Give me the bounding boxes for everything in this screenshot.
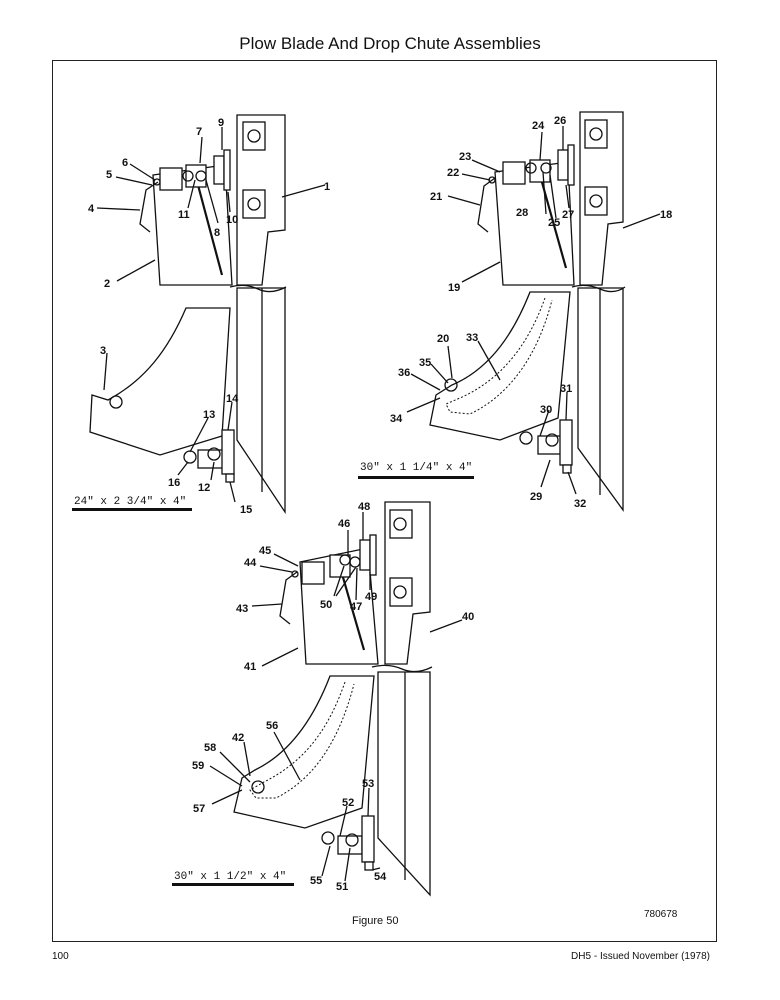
break-line-c <box>371 664 433 673</box>
callout-35: 35 <box>419 357 431 369</box>
callout-48: 48 <box>358 501 370 513</box>
callout-26: 26 <box>554 115 566 127</box>
callout-42: 42 <box>232 732 244 744</box>
callout-44: 44 <box>244 557 257 569</box>
chute-lower-a <box>89 307 231 456</box>
drawing-number: 780678 <box>644 909 678 920</box>
callout-16: 16 <box>168 477 180 489</box>
chute-lower-b <box>429 291 571 441</box>
callout-34: 34 <box>390 413 403 425</box>
callout-14: 14 <box>226 393 239 405</box>
callout-33: 33 <box>466 332 478 344</box>
callout-15: 15 <box>240 504 252 516</box>
callout-18: 18 <box>660 209 672 221</box>
callout-55: 55 <box>310 875 322 887</box>
callout-27: 27 <box>562 209 574 221</box>
blade-lower-a <box>236 287 286 515</box>
callout-11: 11 <box>178 209 190 221</box>
callout-23: 23 <box>459 151 471 163</box>
callout-56: 56 <box>266 720 278 732</box>
page-number: 100 <box>52 951 69 962</box>
callout-12: 12 <box>198 482 210 494</box>
size-underline-c <box>172 883 294 886</box>
callout-22: 22 <box>447 167 459 179</box>
break-line-b <box>571 284 626 293</box>
callout-29: 29 <box>530 491 542 503</box>
chute-lower-c <box>233 675 375 829</box>
size-label-30in-1-1-4: 30" x 1 1/4" x 4" <box>360 462 472 474</box>
assembly-30in-1-1-2 <box>233 501 431 897</box>
callout-2: 2 <box>104 278 110 290</box>
mount-plate-a2 <box>242 189 266 219</box>
leaders-c <box>209 512 463 882</box>
callout-52: 52 <box>342 797 354 809</box>
callout-19: 19 <box>448 282 460 294</box>
figure-caption: Figure 50 <box>352 915 398 927</box>
callout-4: 4 <box>88 203 95 215</box>
callout-7: 7 <box>196 126 202 138</box>
issue-info: DH5 - Issued November (1978) <box>571 951 710 962</box>
size-underline-a <box>72 508 192 511</box>
callout-8: 8 <box>214 227 220 239</box>
assembly-24in <box>89 114 286 515</box>
callout-36: 36 <box>398 367 410 379</box>
callout-50: 50 <box>320 599 332 611</box>
callout-51: 51 <box>336 881 348 893</box>
size-label-30in-1-1-2: 30" x 1 1/2" x 4" <box>174 871 286 883</box>
callout-40: 40 <box>462 611 474 623</box>
size-label-24in: 24" x 2 3/4" x 4" <box>74 496 186 508</box>
callout-57: 57 <box>193 803 205 815</box>
blade-lower-c <box>377 671 431 897</box>
callout-9: 9 <box>218 117 224 129</box>
callout-31: 31 <box>560 383 572 395</box>
callout-45: 45 <box>259 545 271 557</box>
break-line-a <box>229 284 287 293</box>
callout-20: 20 <box>437 333 449 345</box>
leaders-b <box>406 126 661 495</box>
callout-59: 59 <box>192 760 204 772</box>
callout-3: 3 <box>100 345 106 357</box>
callout-49: 49 <box>365 591 377 603</box>
callout-13: 13 <box>203 409 215 421</box>
mount-plate-a1 <box>242 121 266 151</box>
assembly-30in-1-1-4 <box>429 111 624 513</box>
callout-1: 1 <box>324 181 330 193</box>
callout-30: 30 <box>540 404 552 416</box>
callout-6: 6 <box>122 157 128 169</box>
callout-25: 25 <box>548 217 560 229</box>
page-title: Plow Blade And Drop Chute Assemblies <box>239 34 541 53</box>
size-underline-b <box>358 476 474 479</box>
callout-32: 32 <box>574 498 586 510</box>
callout-53: 53 <box>362 778 374 790</box>
callout-58: 58 <box>204 742 216 754</box>
callout-46: 46 <box>338 518 350 530</box>
callout-54: 54 <box>374 871 387 883</box>
callout-41: 41 <box>244 661 256 673</box>
callout-43: 43 <box>236 603 248 615</box>
callout-numbers: 1 2 3 4 5 6 7 8 9 10 11 12 13 14 15 16 1… <box>88 115 672 893</box>
leaders-a <box>96 127 326 503</box>
callout-10: 10 <box>226 214 238 226</box>
callout-5: 5 <box>106 169 112 181</box>
figure-frame <box>52 60 717 942</box>
callout-21: 21 <box>430 191 442 203</box>
callout-24: 24 <box>532 120 545 132</box>
callout-47: 47 <box>350 601 362 613</box>
callout-28: 28 <box>516 207 528 219</box>
